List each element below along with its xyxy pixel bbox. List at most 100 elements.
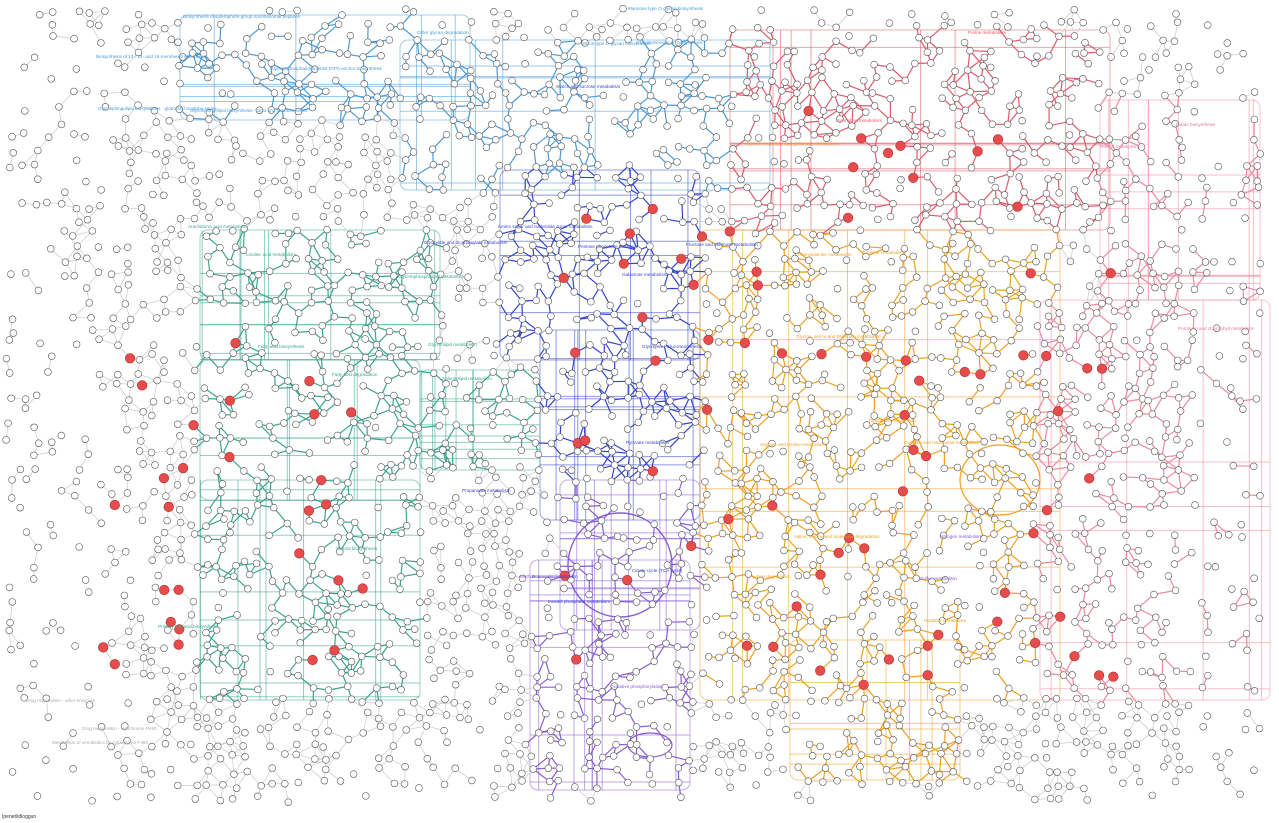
compound-node[interactable] [83,216,92,224]
compound-node[interactable] [438,213,447,222]
compound-node[interactable] [94,21,103,30]
compound-node[interactable] [717,104,725,112]
compound-node[interactable] [793,89,801,97]
compound-node[interactable] [741,160,750,168]
compound-node[interactable] [178,175,187,184]
compound-node[interactable] [364,20,372,28]
compound-node[interactable] [593,174,601,182]
compound-node[interactable] [1045,52,1053,60]
compound-node[interactable] [626,130,634,138]
compound-node[interactable] [849,101,857,110]
compound-node[interactable] [1081,203,1089,211]
compound-node[interactable] [586,147,595,155]
compound-node[interactable] [923,36,932,44]
compound-node[interactable] [324,158,332,166]
compound-node[interactable] [1015,106,1024,114]
compound-node[interactable] [619,93,627,101]
compound-node[interactable] [1110,107,1119,116]
compound-node[interactable] [1080,49,1088,57]
compound-node[interactable] [636,173,645,181]
compound-node[interactable] [1239,49,1247,58]
compound-node[interactable] [967,164,976,172]
compound-node[interactable] [55,103,63,111]
compound-node[interactable] [215,198,223,206]
compound-node[interactable] [941,158,950,167]
compound-node[interactable] [585,202,594,210]
compound-node[interactable] [1254,183,1263,191]
compound-node[interactable] [318,34,326,42]
compound-node[interactable] [319,212,328,221]
compound-node[interactable] [360,80,368,88]
compound-node[interactable] [750,53,759,61]
compound-node[interactable] [396,22,405,30]
compound-node[interactable] [557,142,565,150]
compound-node[interactable] [541,121,549,130]
compound-node[interactable] [135,34,144,42]
compound-node[interactable] [769,62,778,71]
compound-node[interactable] [335,49,344,57]
compound-node[interactable] [952,185,960,193]
compound-node[interactable] [807,172,816,181]
compound-node[interactable] [49,32,57,40]
compound-node[interactable] [334,217,343,225]
compound-node[interactable] [18,161,26,170]
compound-node[interactable] [922,119,931,128]
compound-node[interactable] [308,103,317,112]
compound-node[interactable] [281,135,290,144]
compound-node[interactable] [161,24,169,33]
compound-node[interactable] [1177,156,1186,164]
compound-node[interactable] [702,73,710,82]
compound-node[interactable] [212,64,221,72]
compound-node[interactable] [1055,189,1063,197]
compound-node[interactable] [1253,162,1262,170]
compound-node[interactable] [479,51,487,60]
compound-node[interactable] [1119,177,1128,186]
compound-node[interactable] [291,212,300,221]
compound-node[interactable] [427,50,435,58]
compound-node[interactable] [492,36,500,44]
compound-node[interactable] [442,160,450,169]
compound-node[interactable] [387,90,396,98]
compound-node[interactable] [767,184,776,192]
compound-node[interactable] [205,60,213,68]
compound-node[interactable] [606,19,615,27]
compound-node[interactable] [529,119,538,127]
compound-node[interactable] [161,157,170,165]
compound-node[interactable] [674,45,682,54]
compound-node[interactable] [729,145,737,153]
compound-node[interactable] [1190,80,1199,89]
compound-node[interactable] [713,184,722,192]
compound-node[interactable] [1123,25,1132,33]
compound-node[interactable] [648,77,656,86]
compound-node[interactable] [267,150,275,158]
compound-node[interactable] [901,76,909,85]
compound-node[interactable] [832,129,840,137]
compound-node[interactable] [794,156,803,164]
compound-node[interactable] [835,105,844,113]
compound-node[interactable] [1099,26,1107,34]
compound-node[interactable] [541,172,549,181]
compound-node[interactable] [1121,197,1130,205]
compound-node[interactable] [270,89,279,97]
compound-node[interactable] [1131,132,1140,140]
compound-node[interactable] [396,94,404,103]
compound-node[interactable] [442,65,450,74]
compound-node[interactable] [692,172,700,181]
compound-node[interactable] [411,172,419,180]
compound-node[interactable] [678,197,686,205]
compound-node[interactable] [888,77,896,85]
compound-node[interactable] [1032,34,1041,43]
compound-node[interactable] [127,158,135,167]
compound-node[interactable] [364,38,372,46]
compound-node[interactable] [8,133,16,141]
compound-node[interactable] [124,184,132,193]
compound-node[interactable] [991,77,999,85]
compound-node[interactable] [122,134,130,142]
compound-node[interactable] [560,171,568,179]
compound-node[interactable] [1223,51,1231,60]
compound-node[interactable] [810,131,818,139]
compound-node[interactable] [86,20,94,28]
compound-node[interactable] [530,216,539,224]
compound-node[interactable] [416,115,424,123]
compound-node[interactable] [495,161,503,170]
